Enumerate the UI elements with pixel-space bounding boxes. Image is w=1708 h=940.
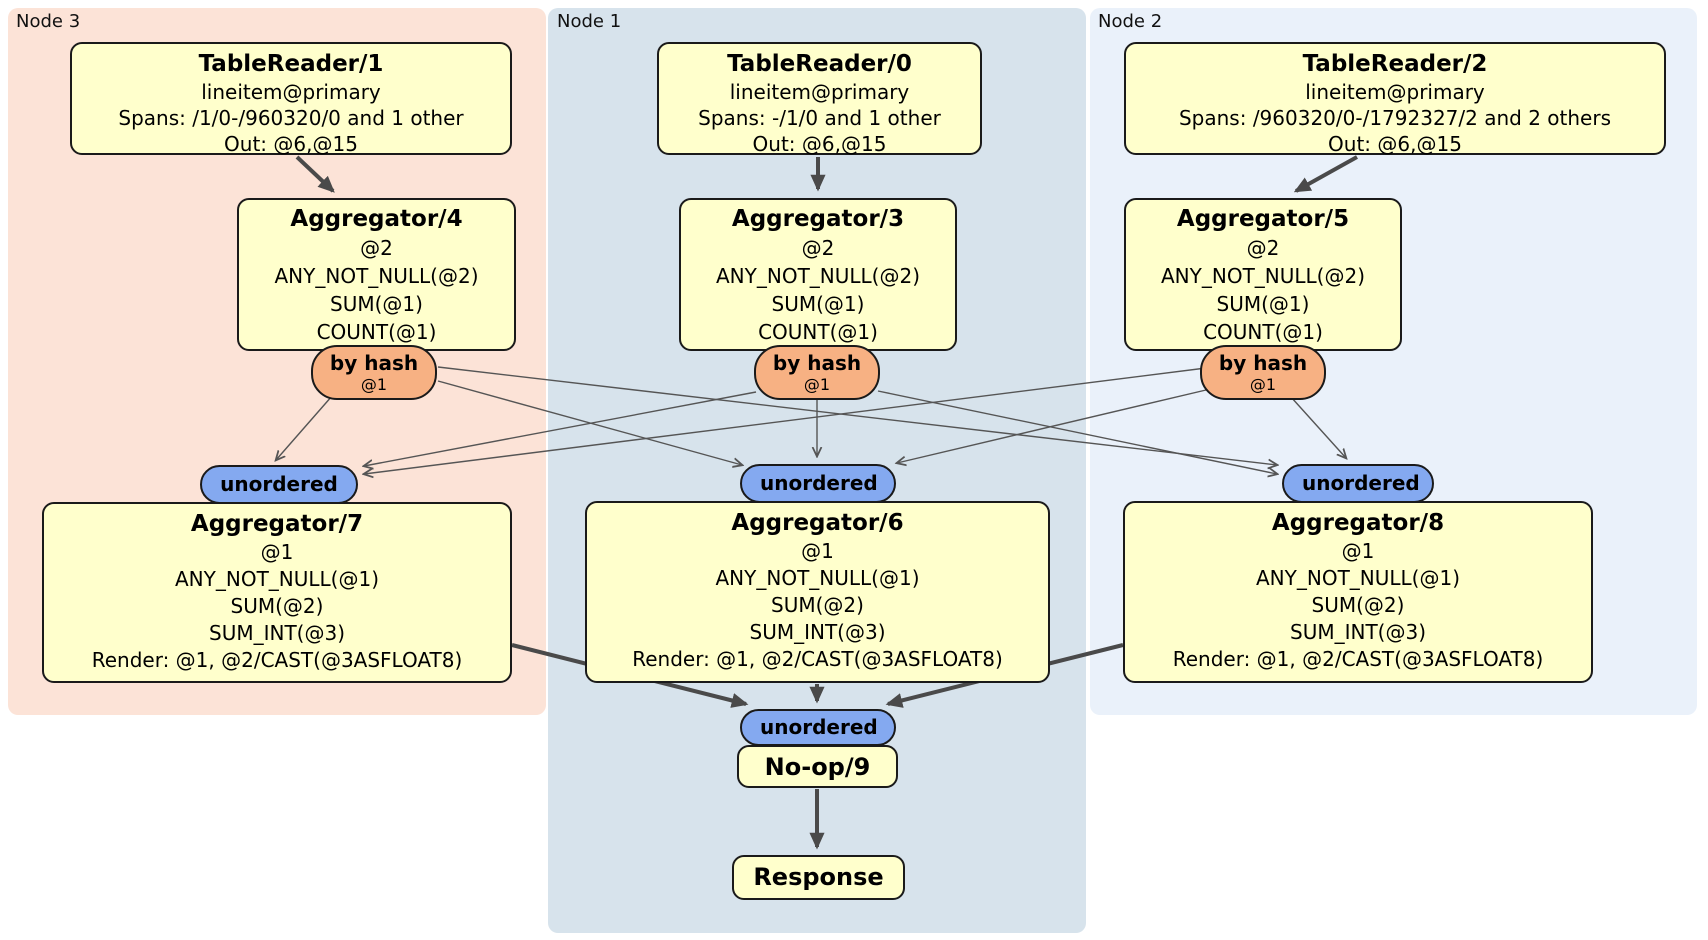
edge-hashL-unoL: [276, 395, 333, 460]
box-line: COUNT(@1): [316, 320, 437, 344]
box-line: @2: [360, 236, 393, 260]
box-aggregator-7: Aggregator/7 @1 ANY_NOT_NULL(@1) SUM(@2)…: [42, 502, 512, 683]
edge-hashM-unoL: [364, 391, 757, 466]
sync-unordered-node1: unordered: [740, 464, 896, 503]
box-title: Aggregator/7: [190, 511, 364, 537]
box-line: Out: @6,@15: [224, 132, 358, 156]
box-line: SUM(@1): [1216, 292, 1310, 316]
box-line: @2: [1246, 236, 1280, 260]
box-aggregator-4: Aggregator/4 @2 ANY_NOT_NULL(@2) SUM(@1)…: [237, 198, 516, 351]
box-title: No-op/9: [764, 753, 871, 781]
box-line: Spans: /1/0-/960320/0 and 1 other: [118, 106, 464, 130]
box-line: @2: [801, 236, 835, 260]
box-line: SUM(@2): [771, 593, 864, 617]
box-line: @1: [260, 540, 294, 564]
box-aggregator-5: Aggregator/5 @2 ANY_NOT_NULL(@2) SUM(@1)…: [1124, 198, 1402, 351]
box-line: ANY_NOT_NULL(@1): [1256, 566, 1460, 590]
box-title: Aggregator/5: [1176, 206, 1350, 232]
node-1-label: Node 1: [557, 11, 622, 32]
box-line: ANY_NOT_NULL(@2): [716, 264, 920, 288]
edge-hashR-unoL: [364, 367, 1207, 474]
box-line: lineitem@primary: [729, 80, 910, 104]
box-line: SUM(@1): [771, 292, 865, 316]
box-line: Spans: /960320/0-/1792327/2 and 2 others: [1178, 106, 1611, 130]
box-aggregator-3: Aggregator/3 @2 ANY_NOT_NULL(@2) SUM(@1)…: [679, 198, 957, 351]
edge-hashR-unoM: [897, 389, 1207, 463]
box-line: COUNT(@1): [1203, 320, 1323, 344]
box-aggregator-8: Aggregator/8 @1 ANY_NOT_NULL(@1) SUM(@2)…: [1123, 501, 1593, 683]
box-line: SUM(@1): [330, 292, 423, 316]
box-title: TableReader/0: [727, 51, 912, 77]
router-detail: @1: [803, 375, 831, 394]
box-line: SUM(@2): [1311, 593, 1405, 617]
box-line: SUM_INT(@3): [209, 621, 345, 645]
box-line: ANY_NOT_NULL(@1): [715, 566, 920, 590]
box-line: Render: @1, @2/CAST(@3ASFLOAT8): [91, 648, 463, 672]
edge-hashR-unoR: [1290, 396, 1346, 458]
box-tablereader-0: TableReader/0 lineitem@primary Spans: -/…: [657, 42, 982, 156]
box-line: Render: @1, @2/CAST(@3ASFLOAT8): [1172, 647, 1544, 671]
box-title: TableReader/1: [198, 51, 384, 77]
edge-hashL-unoR: [437, 366, 1277, 465]
box-title: Aggregator/3: [731, 206, 905, 232]
box-line: ANY_NOT_NULL(@1): [175, 567, 379, 591]
box-title: Aggregator/8: [1271, 510, 1445, 536]
box-noop-9: No-op/9: [737, 745, 898, 788]
box-title: TableReader/2: [1302, 51, 1488, 77]
box-line: Spans: -/1/0 and 1 other: [698, 106, 941, 130]
box-line: Out: @6,@15: [752, 132, 887, 156]
box-line: lineitem@primary: [201, 80, 381, 104]
box-title: Aggregator/4: [290, 206, 463, 232]
box-line: lineitem@primary: [1305, 80, 1485, 104]
box-line: SUM_INT(@3): [749, 620, 886, 644]
sync-unordered-node2: unordered: [1282, 464, 1434, 503]
box-line: SUM(@2): [230, 594, 324, 618]
box-title: Response: [753, 863, 884, 891]
node-2-label: Node 2: [1098, 11, 1163, 32]
edge-tr2-agg5: [1293, 155, 1358, 193]
sync-unordered-node3: unordered: [200, 465, 358, 504]
router-detail: @1: [1249, 375, 1277, 394]
router-by-hash-node2: by hash @1: [1200, 345, 1326, 400]
box-line: COUNT(@1): [758, 320, 878, 344]
node-3-label: Node 3: [16, 11, 81, 32]
box-tablereader-2: TableReader/2 lineitem@primary Spans: /9…: [1124, 42, 1666, 156]
sync-unordered-final: unordered: [740, 709, 896, 746]
box-line: Render: @1, @2/CAST(@3ASFLOAT8): [632, 647, 1003, 671]
box-title: Aggregator/6: [731, 510, 904, 536]
router-label: by hash: [772, 351, 862, 375]
router-label: by hash: [1218, 351, 1308, 375]
box-line: @1: [1341, 539, 1375, 563]
box-line: ANY_NOT_NULL(@2): [274, 264, 479, 288]
edge-tr1-agg4: [295, 155, 335, 193]
edge-hashM-unoR: [877, 390, 1277, 474]
router-by-hash-node3: by hash @1: [311, 345, 437, 400]
box-tablereader-1: TableReader/1 lineitem@primary Spans: /1…: [70, 42, 512, 156]
box-response: Response: [732, 855, 905, 900]
box-line: Out: @6,@15: [1328, 132, 1462, 156]
router-detail: @1: [360, 375, 388, 394]
router-label: by hash: [329, 351, 419, 375]
box-line: ANY_NOT_NULL(@2): [1161, 264, 1365, 288]
box-line: SUM_INT(@3): [1290, 620, 1426, 644]
router-by-hash-node1: by hash @1: [754, 345, 880, 400]
box-line: @1: [801, 539, 834, 563]
box-aggregator-6: Aggregator/6 @1 ANY_NOT_NULL(@1) SUM(@2)…: [585, 501, 1050, 683]
